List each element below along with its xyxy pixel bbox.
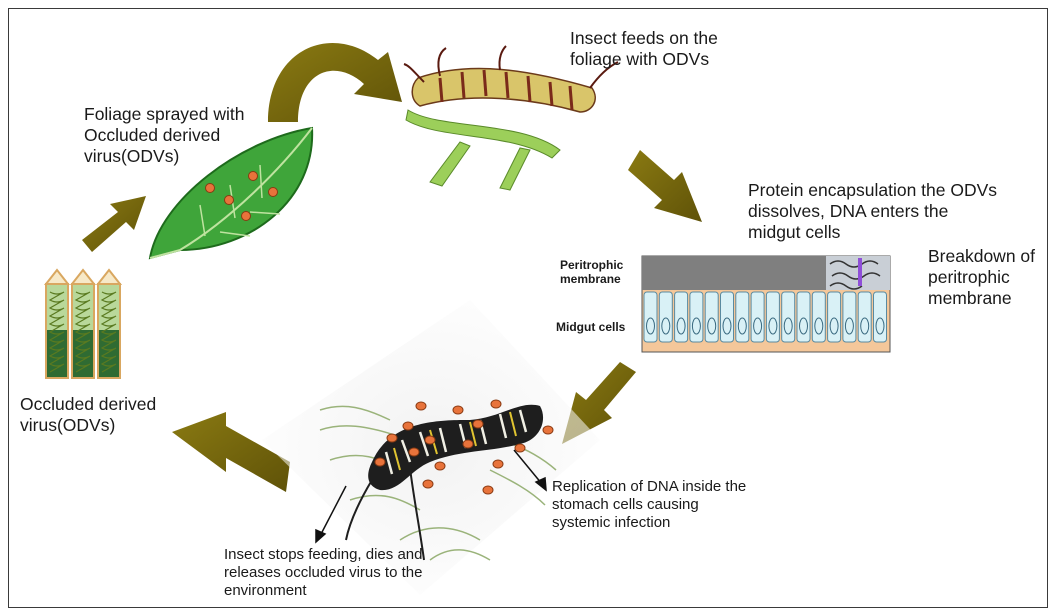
label-line: systemic infection (552, 514, 746, 532)
label-line: Breakdown of (928, 246, 1035, 267)
label-line: dissolves, DNA enters the (748, 201, 997, 222)
label-line: Replication of DNA inside the (552, 478, 746, 496)
label-line: virus(ODVs) (20, 415, 156, 436)
label-line: environment (224, 582, 422, 600)
arrow-to-odvs (172, 412, 290, 492)
label-line: Foliage sprayed with (84, 104, 245, 125)
label-insect-stops: Insect stops feeding, dies and releases … (224, 546, 422, 600)
label-line: releases occluded virus to the (224, 564, 422, 582)
label-protein-encapsulation: Protein encapsulation the ODVs dissolves… (748, 180, 997, 243)
label-midgut-cells: Midgut cells (556, 320, 625, 334)
label-line: virus(ODVs) (84, 146, 245, 167)
label-line: Occluded derived (20, 394, 156, 415)
label-line: Insect stops feeding, dies and (224, 546, 422, 564)
label-peritrophic-membrane: Peritrophic membrane (560, 258, 623, 287)
label-line: foliage with ODVs (570, 49, 718, 70)
label-line: Protein encapsulation the ODVs (748, 180, 997, 201)
virion-rod (46, 270, 68, 378)
virion-rod (98, 270, 120, 378)
label-line: Insect feeds on the (570, 28, 718, 49)
label-line: peritrophic (928, 267, 1035, 288)
label-line: midgut cells (748, 222, 997, 243)
virion-rods-icon (42, 270, 124, 380)
label-line: Occluded derived (84, 125, 245, 146)
label-foliage-sprayed: Foliage sprayed with Occluded derived vi… (84, 104, 245, 167)
label-insect-feeds: Insect feeds on the foliage with ODVs (570, 28, 718, 70)
virion-rod (72, 270, 94, 378)
label-replication: Replication of DNA inside the stomach ce… (552, 478, 746, 532)
label-breakdown: Breakdown of peritrophic membrane (928, 246, 1035, 309)
label-line: stomach cells causing (552, 496, 746, 514)
curved-arrow-icon (268, 43, 402, 122)
label-line: membrane (560, 272, 623, 286)
arrow-to-midgut (628, 150, 702, 222)
label-line: Peritrophic (560, 258, 623, 272)
label-line: membrane (928, 288, 1035, 309)
arrow-to-leaf (82, 196, 146, 252)
midgut-cross-section-icon (642, 256, 890, 352)
label-occluded-derived: Occluded derived virus(ODVs) (20, 394, 156, 436)
